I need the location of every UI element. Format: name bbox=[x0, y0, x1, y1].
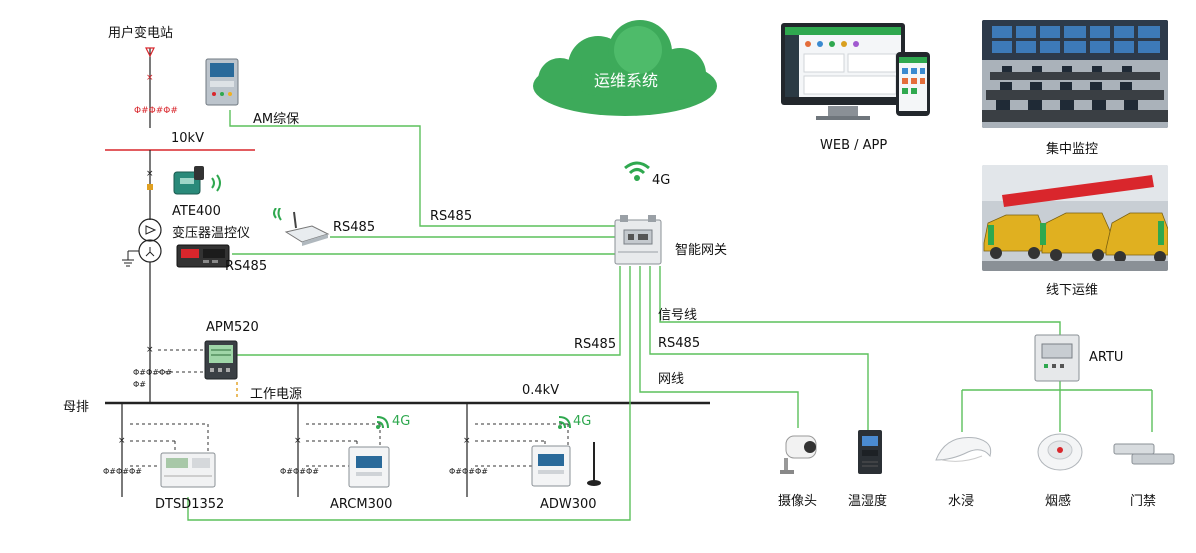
temp-humidity-sensor bbox=[858, 430, 882, 474]
svg-text:×: × bbox=[294, 436, 302, 446]
gateway-4g-label: 4G bbox=[652, 173, 671, 188]
svg-text:Φ#: Φ# bbox=[133, 380, 146, 389]
svg-text:Φ#Φ#Φ#: Φ#Φ#Φ# bbox=[280, 467, 319, 476]
work-power-label: 工作电源 bbox=[250, 387, 303, 402]
svg-text:Φ#Φ#Φ#: Φ#Φ#Φ# bbox=[134, 106, 178, 116]
comm-lines bbox=[187, 110, 1153, 521]
rs485-temp-label: RS485 bbox=[225, 259, 268, 274]
transformer-primary bbox=[138, 218, 162, 242]
rs485-apm-label: RS485 bbox=[574, 337, 617, 352]
arcm300-label: ARCM300 bbox=[330, 497, 393, 512]
am-protection-device bbox=[205, 58, 239, 106]
wireless-module bbox=[273, 208, 330, 246]
svg-text:×: × bbox=[118, 436, 126, 446]
smoke-detector bbox=[1037, 433, 1083, 471]
central-monitoring-label: 集中监控 bbox=[1046, 142, 1099, 157]
svg-text:Φ#Φ#Φ#: Φ#Φ#Φ# bbox=[103, 467, 142, 476]
lv-voltage-label: 0.4kV bbox=[522, 383, 560, 398]
arcm300-signal-icon bbox=[376, 416, 389, 429]
central-monitoring-photo bbox=[982, 20, 1168, 128]
arcm300-device bbox=[348, 446, 390, 488]
temp-controller bbox=[176, 244, 230, 268]
apm520-meter bbox=[204, 340, 238, 380]
svg-text:×: × bbox=[146, 169, 154, 179]
artu-device bbox=[1034, 334, 1080, 382]
access-sensor bbox=[1113, 443, 1175, 465]
smart-gateway-device bbox=[614, 215, 662, 265]
adw300-label: ADW300 bbox=[540, 497, 597, 512]
artu-label: ARTU bbox=[1089, 350, 1124, 365]
adw300-signal-icon bbox=[558, 416, 571, 429]
am-protection-label: AM综保 bbox=[253, 112, 300, 127]
web-app-label: WEB / APP bbox=[820, 138, 888, 153]
water-leak-label: 水浸 bbox=[948, 494, 975, 509]
apm520-label: APM520 bbox=[206, 320, 259, 335]
incoming-arrow bbox=[145, 47, 155, 58]
adw300-4g-label: 4G bbox=[573, 414, 592, 429]
gateway-label: 智能网关 bbox=[675, 243, 728, 258]
network-line-label: 网线 bbox=[658, 372, 685, 387]
offline-ops-photo bbox=[982, 165, 1168, 271]
svg-text:×: × bbox=[146, 345, 154, 355]
dtsd1352-meter bbox=[160, 452, 216, 488]
arcm300-4g-label: 4G bbox=[392, 414, 411, 429]
dtsd1352-label: DTSD1352 bbox=[155, 497, 225, 512]
cloud-label: 运维系统 bbox=[593, 71, 658, 90]
temp-humidity-label: 温湿度 bbox=[848, 494, 888, 509]
svg-text:Φ#Φ#Φ#: Φ#Φ#Φ# bbox=[133, 368, 172, 377]
ate400-sensor bbox=[173, 166, 221, 195]
camera-icon bbox=[780, 435, 817, 474]
cloud-icon bbox=[533, 20, 717, 116]
offline-ops-label: 线下运维 bbox=[1046, 283, 1099, 298]
ate400-desc: 变压器温控仪 bbox=[172, 226, 251, 241]
ate400-label: ATE400 bbox=[172, 204, 221, 219]
gateway-4g-icon bbox=[624, 161, 650, 181]
web-app-screens bbox=[781, 23, 930, 120]
svg-text:×: × bbox=[463, 436, 471, 446]
access-label: 门禁 bbox=[1130, 494, 1157, 509]
svg-text:Φ#Φ#Φ#: Φ#Φ#Φ# bbox=[449, 467, 488, 476]
busbar-label: 母排 bbox=[63, 400, 90, 415]
svg-text:×: × bbox=[146, 73, 154, 83]
water-leak-sensor bbox=[935, 436, 992, 462]
hv-voltage-label: 10kV bbox=[171, 131, 204, 146]
rs485-wireless-label: RS485 bbox=[333, 220, 376, 235]
signal-line-label: 信号线 bbox=[658, 308, 698, 323]
adw300-device bbox=[531, 442, 601, 487]
smoke-label: 烟感 bbox=[1045, 494, 1072, 509]
rs485-env-label: RS485 bbox=[658, 336, 701, 351]
rs485-am-label: RS485 bbox=[430, 209, 473, 224]
camera-label: 摄像头 bbox=[778, 494, 818, 509]
substation-title: 用户变电站 bbox=[108, 26, 174, 41]
